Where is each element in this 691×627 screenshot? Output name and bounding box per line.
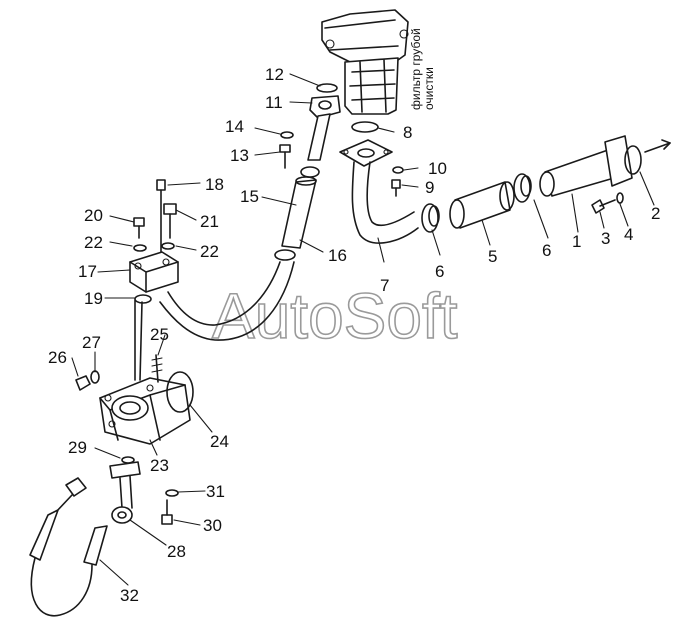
callout-32: 32 [120,586,139,605]
callout-24: 24 [210,432,229,451]
flow-arrow [644,142,671,153]
part-16-hose-clamps [274,166,320,261]
part-31-washer [165,489,179,497]
callout-3: 3 [601,229,610,248]
part-24-oring [166,371,194,413]
callout-11: 11 [265,93,283,112]
callout-13: 13 [230,146,249,165]
callout-17: 17 [78,262,97,281]
callout-8: 8 [403,123,412,142]
part-2-oring [624,145,642,175]
callout-2: 2 [651,204,660,223]
callout-22a: 22 [84,233,103,252]
callout-1: 1 [572,232,581,251]
part-15-hose [281,176,317,249]
part-1-pipe [539,135,633,197]
callout-5: 5 [488,247,497,266]
part-14-washer [280,131,294,139]
part-30-bolt [161,499,173,525]
callout-18: 18 [205,175,224,194]
callout-7: 7 [380,276,389,295]
part-17-block [129,251,179,293]
part-6-clamp-left [421,203,440,233]
callout-12: 12 [265,65,284,84]
part-6-clamp-right [513,173,532,203]
part-12-oring [316,83,338,93]
callout-9: 9 [425,178,434,197]
part-8-oring [351,121,379,133]
callout-6a: 6 [435,262,444,281]
part-21-bolt [163,203,177,239]
coarse-filter [321,9,409,115]
part-3-bolt [591,199,616,214]
part-25-stud [151,354,163,383]
filter-label-line2: очистки [422,67,436,110]
part-27-washer [90,370,100,384]
part-10-washer [392,166,404,174]
callout-31: 31 [206,482,225,501]
callout-14: 14 [225,117,244,136]
part-11-elbow [307,95,341,161]
part-9-bolt [391,179,401,197]
callout-28: 28 [167,542,186,561]
part-5-hose [449,181,515,229]
suction-pipe [167,261,281,326]
callout-29: 29 [68,438,87,457]
leader-lines [71,73,655,586]
callout-25: 25 [150,325,169,344]
callout-6b: 6 [542,241,551,260]
part-22-washers [133,242,175,252]
callout-16: 16 [328,246,347,265]
callout-numbers: 1 2 3 4 5 6 6 7 8 9 10 11 12 13 14 15 16… [48,65,660,605]
part-7-pipe [339,139,419,244]
watermark: AutoSoft [212,280,458,352]
part-4-washer [616,192,624,204]
callout-23: 23 [150,456,169,475]
callout-20: 20 [84,206,103,225]
callout-21: 21 [200,212,219,231]
callout-26: 26 [48,348,67,367]
part-28-fitting [109,461,141,524]
filter-label-line1: фильтр грубой [409,28,423,110]
part-18-bolt [156,179,166,253]
part-20-bolt [133,217,145,239]
part-13-bolt [279,144,291,169]
callout-22b: 22 [200,242,219,261]
part-19-oring [134,294,152,304]
callout-27: 27 [82,333,101,352]
callout-10: 10 [428,159,447,178]
callout-30: 30 [203,516,222,535]
callout-15: 15 [240,187,259,206]
callout-19: 19 [84,289,103,308]
part-26-nut [75,375,91,391]
part-32-hose [29,477,108,617]
callout-4: 4 [624,225,633,244]
